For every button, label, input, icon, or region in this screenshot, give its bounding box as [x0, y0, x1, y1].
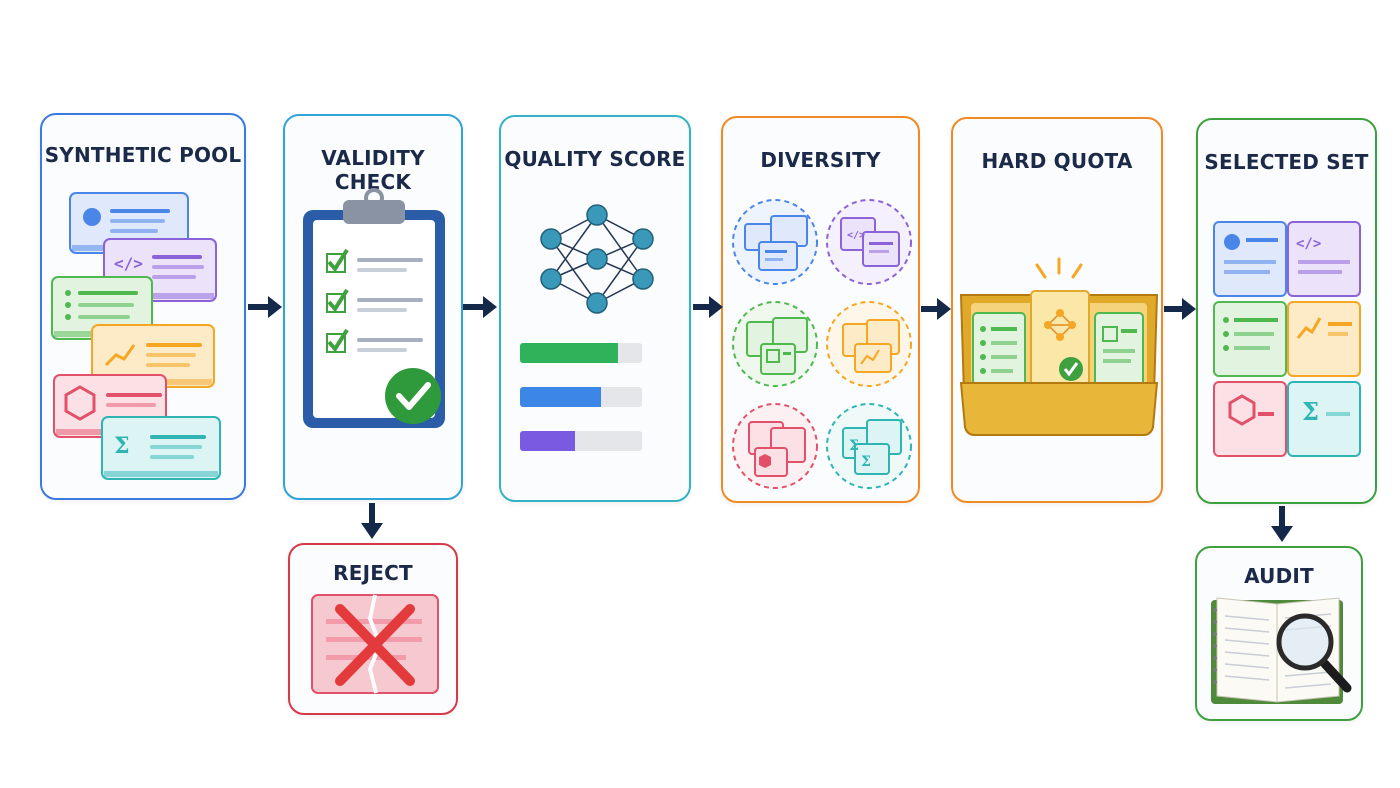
tray-doc-table: [1094, 312, 1144, 388]
selected-chart: [1287, 301, 1361, 377]
quality-bar: [520, 431, 642, 451]
check-icon: [326, 248, 349, 273]
stage-quality-score: QUALITY SCORE: [499, 115, 691, 502]
selected-code: </>: [1287, 221, 1361, 297]
selected-sigma: Σ: [1287, 381, 1361, 457]
svg-text:</>: </>: [1296, 236, 1321, 252]
stage-audit: AUDIT: [1195, 546, 1363, 721]
network-icon: [540, 204, 654, 314]
cluster-sigma: Σ Σ: [826, 403, 912, 489]
clipboard-icon: [303, 188, 445, 428]
cube-icon: [64, 385, 96, 421]
stage-diversity: DIVERSITY </>: [721, 116, 920, 503]
tray-doc-network: [1030, 290, 1090, 404]
arrow-selected-to-audit: [1271, 506, 1293, 542]
stage-validity-check: VALIDITY CHECK: [283, 114, 463, 500]
selected-grid: </> Σ: [1213, 221, 1361, 457]
stage-title: AUDIT: [1244, 564, 1314, 588]
check-icon: [1059, 357, 1083, 381]
arrow-validity-to-quality: [463, 296, 497, 318]
approved-badge-icon: [385, 368, 441, 424]
quota-tray-icon: [959, 257, 1159, 436]
stage-title: QUALITY SCORE: [504, 147, 686, 171]
code-icon: </>: [114, 254, 143, 273]
svg-text:Σ: Σ: [861, 454, 871, 470]
stage-reject: REJECT: [288, 543, 458, 715]
x-icon: [311, 594, 439, 694]
stage-title: HARD QUOTA: [981, 149, 1133, 173]
check-icon: [326, 328, 349, 353]
arrow-diversity-to-quota: [921, 298, 951, 320]
stage-selected-set: SELECTED SET </> Σ: [1196, 118, 1377, 504]
stage-synthetic-pool: SYNTHETIC POOL </>: [40, 113, 246, 500]
tray-doc-list: [972, 312, 1026, 388]
quality-bar: [520, 343, 642, 363]
stage-title: DIVERSITY: [760, 148, 881, 172]
quality-bar: [520, 387, 642, 407]
quality-bar-fill: [520, 387, 601, 407]
table-icon: [766, 349, 780, 363]
doc-card-sigma: Σ: [101, 416, 221, 480]
diversity-clusters: </> Σ: [732, 199, 912, 489]
magnifier-icon: [1211, 597, 1352, 704]
arrow-validity-to-reject: [361, 503, 383, 539]
stage-title: REJECT: [333, 561, 413, 585]
check-icon: [326, 288, 349, 313]
chart-icon: [104, 344, 136, 367]
document-stack: </>: [51, 192, 221, 480]
svg-text:Σ: Σ: [849, 438, 859, 454]
chat-icon: [83, 208, 101, 226]
stage-title: SYNTHETIC POOL: [44, 143, 242, 167]
stage-title: SELECTED SET: [1204, 150, 1369, 174]
selected-cube: [1213, 381, 1287, 457]
arrow-quality-to-diversity: [693, 296, 723, 318]
stage-hard-quota: HARD QUOTA: [951, 117, 1163, 503]
svg-text:Σ: Σ: [1302, 397, 1319, 426]
svg-text:</>: </>: [847, 230, 865, 241]
arrow-pool-to-validity: [248, 296, 282, 318]
selected-chat: [1213, 221, 1287, 297]
cluster-table: [732, 301, 818, 387]
cluster-chat: [732, 199, 818, 285]
selected-list: [1213, 301, 1287, 377]
cluster-cube: [732, 403, 818, 489]
cluster-chart: [826, 301, 912, 387]
quality-bar-fill: [520, 343, 618, 363]
arrow-quota-to-selected: [1164, 298, 1196, 320]
cluster-code: </>: [826, 199, 912, 285]
quality-bar-fill: [520, 431, 575, 451]
sigma-icon: Σ: [114, 433, 130, 459]
